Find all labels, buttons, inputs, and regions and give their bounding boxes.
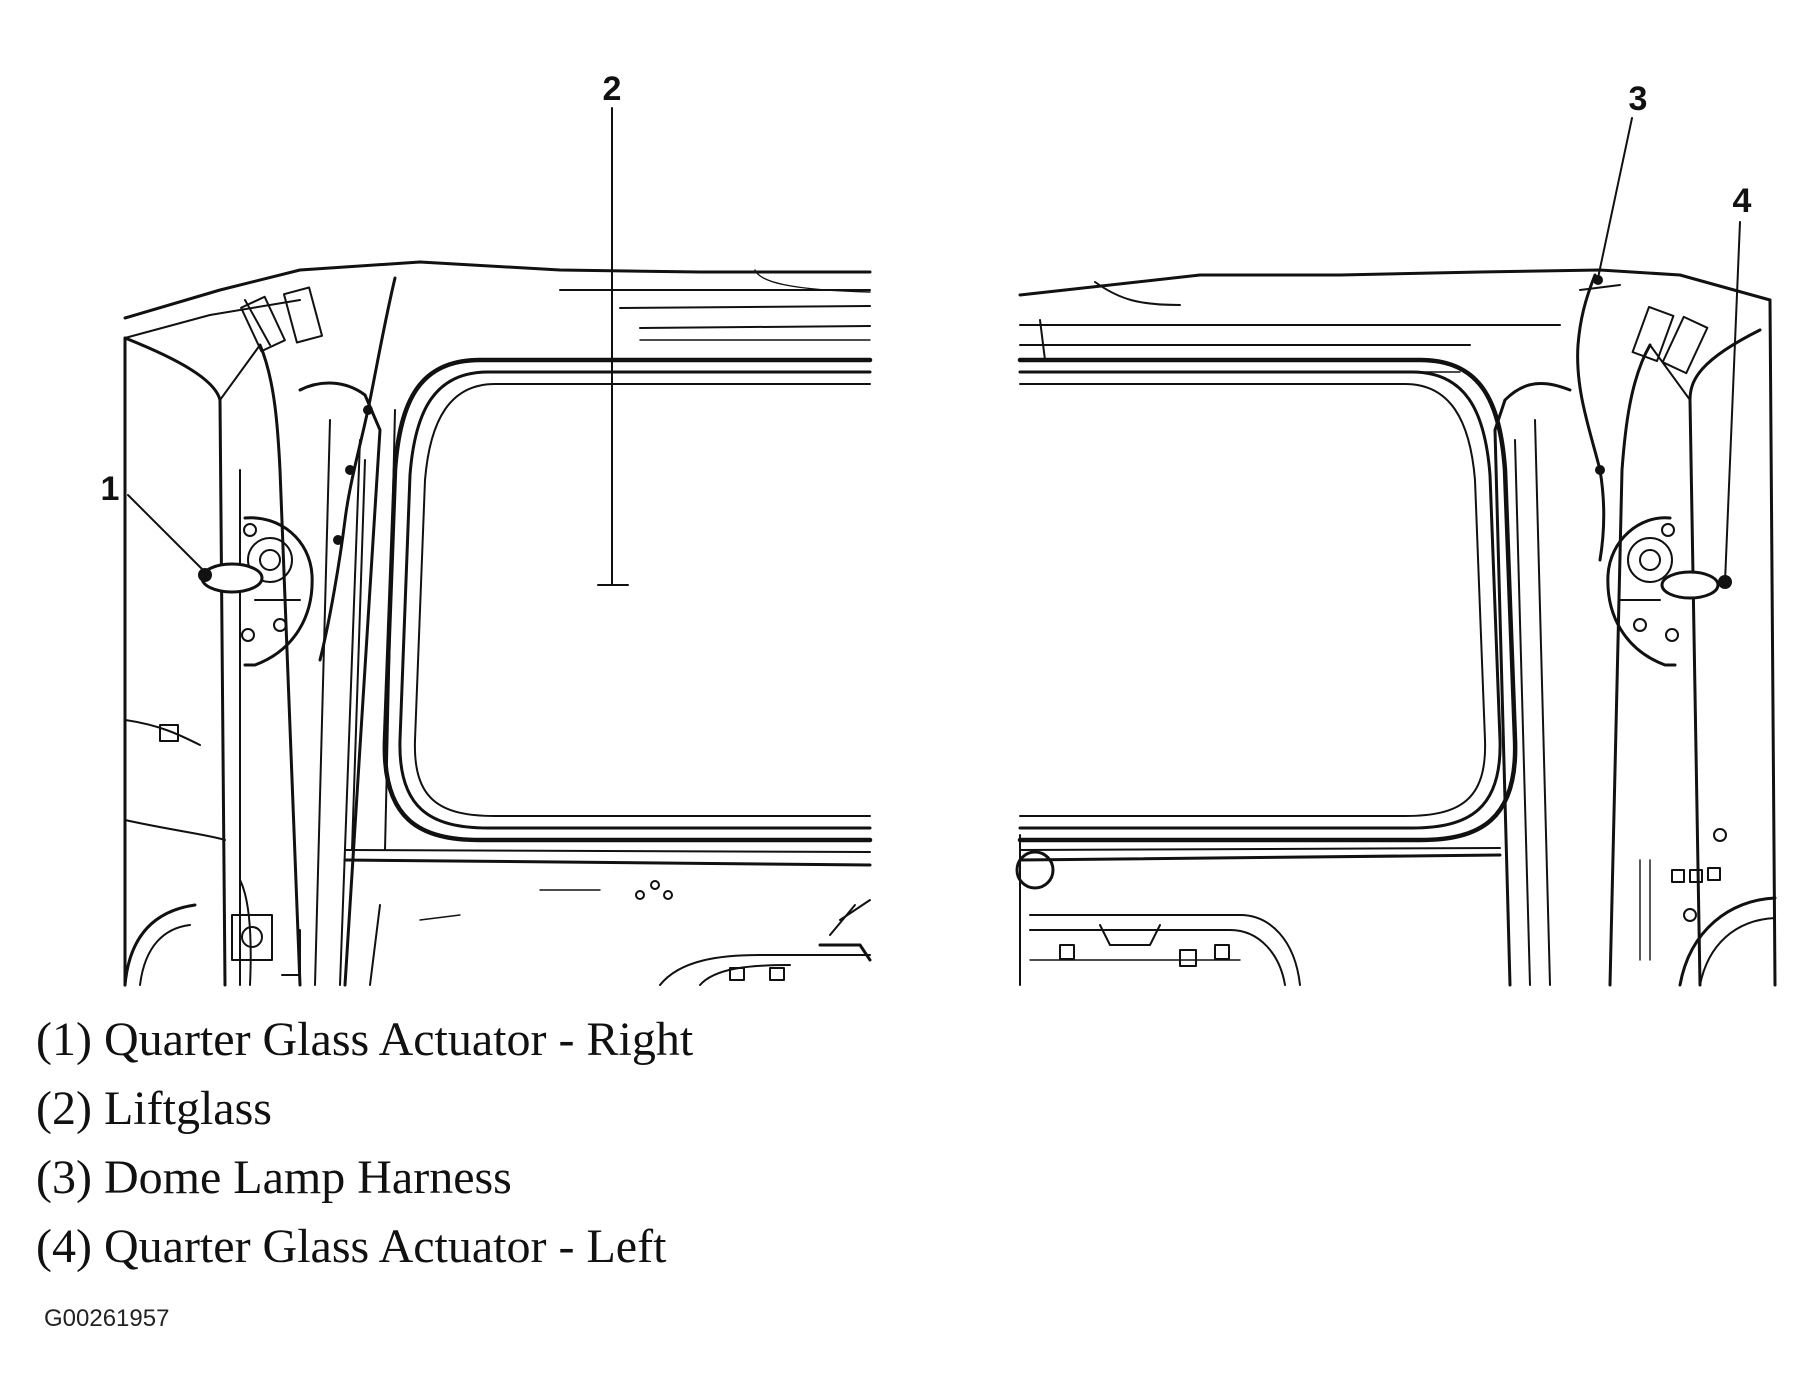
quarter-glass-actuator-right <box>198 516 314 667</box>
callout-number-3: 3 <box>1629 80 1648 118</box>
callout-3: 3 <box>1597 80 1648 279</box>
legend-num: (3) <box>36 1151 92 1204</box>
legend-item-4: (4) Quarter Glass Actuator - Left <box>36 1212 693 1281</box>
quarter-glass-actuator-left <box>1606 516 1732 667</box>
legend-num: (1) <box>36 1013 92 1066</box>
legend-num: (4) <box>36 1220 92 1273</box>
legend-item-2: (2) Liftglass <box>36 1074 693 1143</box>
dome-lamp-harness <box>1576 273 1621 562</box>
legend-label: Quarter Glass Actuator - Left <box>103 1220 667 1273</box>
callout-2: 2 <box>597 70 629 586</box>
figure-id: G00261957 <box>44 1305 170 1332</box>
legend-label: Liftglass <box>103 1082 272 1135</box>
legend-list: (1) Quarter Glass Actuator - Right (2) L… <box>36 1005 693 1281</box>
callout-1: 1 <box>101 470 206 573</box>
callout-4: 4 <box>1724 182 1752 583</box>
legend-label: Dome Lamp Harness <box>103 1151 512 1204</box>
legend-num: (2) <box>36 1082 92 1135</box>
legend-item-3: (3) Dome Lamp Harness <box>36 1143 693 1212</box>
legend-label: Quarter Glass Actuator - Right <box>103 1013 694 1066</box>
callout-number-2: 2 <box>603 70 622 108</box>
callout-number-4: 4 <box>1733 182 1752 220</box>
right-view-panel <box>1015 268 1777 987</box>
left-view-panel <box>123 260 873 987</box>
vehicle-rear-diagram: 1 2 3 4 <box>101 70 1777 987</box>
legend-item-1: (1) Quarter Glass Actuator - Right <box>36 1005 693 1074</box>
callout-number-1: 1 <box>101 470 120 508</box>
